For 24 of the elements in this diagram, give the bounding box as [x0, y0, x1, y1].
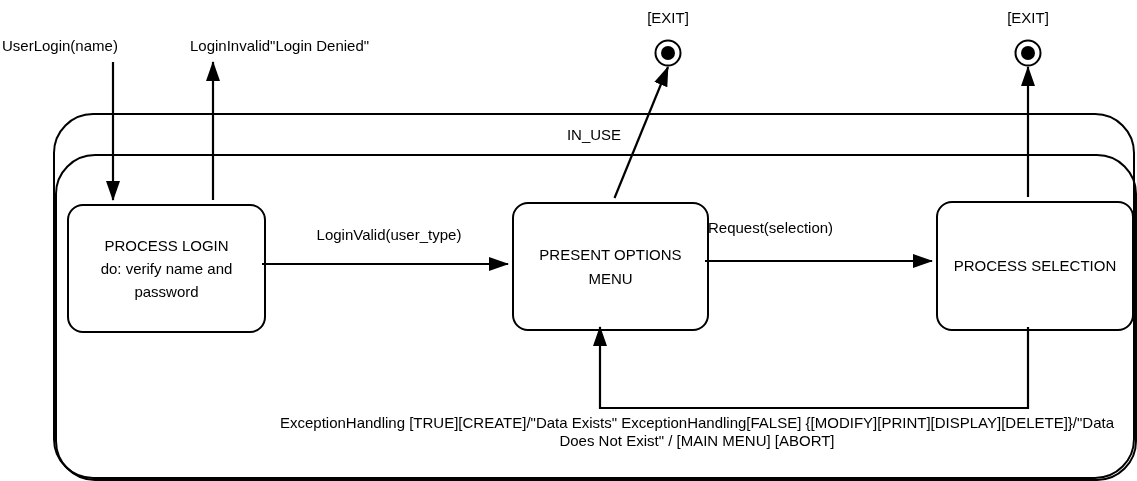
transition-arrow — [106, 62, 120, 201]
edge-label: LoginValid(user_type) — [315, 226, 463, 244]
transition-arrow — [206, 61, 220, 200]
transition-arrow — [705, 254, 933, 268]
edge-label: LoginInvalid"Login Denied" — [190, 37, 371, 55]
edge-label: UserLogin(name) — [2, 37, 119, 55]
transition-arrow — [593, 326, 1030, 410]
final-state — [654, 39, 682, 67]
edge-label: Request(selection) — [708, 219, 835, 237]
state-activity: do: verify name and password — [99, 258, 234, 303]
final-state — [1014, 39, 1042, 67]
state-name: PRESENT OPTIONS MENU — [538, 245, 683, 289]
transition-arrow — [1021, 66, 1035, 197]
state-box — [67, 204, 266, 333]
state-name: PROCESS LOGIN — [104, 235, 229, 256]
exit-label: [EXIT] — [1006, 9, 1050, 27]
state-name: PROCESS SELECTION — [953, 256, 1117, 277]
state-name: IN_USE — [566, 126, 622, 143]
state-box — [512, 202, 709, 331]
edge-label: ExceptionHandling [TRUE][CREATE]/"Data Exists" ExceptionHandling[FALSE] {[MODIFY][PRINT][DISPLAY][DELETE]}/"Data Does Not Exist" / [MAIN MENU] [ABORT] — [278, 414, 1116, 450]
exit-label: [EXIT] — [646, 9, 690, 27]
transition-arrow — [262, 257, 509, 271]
transition-arrow — [613, 66, 669, 199]
state-box — [936, 201, 1134, 331]
